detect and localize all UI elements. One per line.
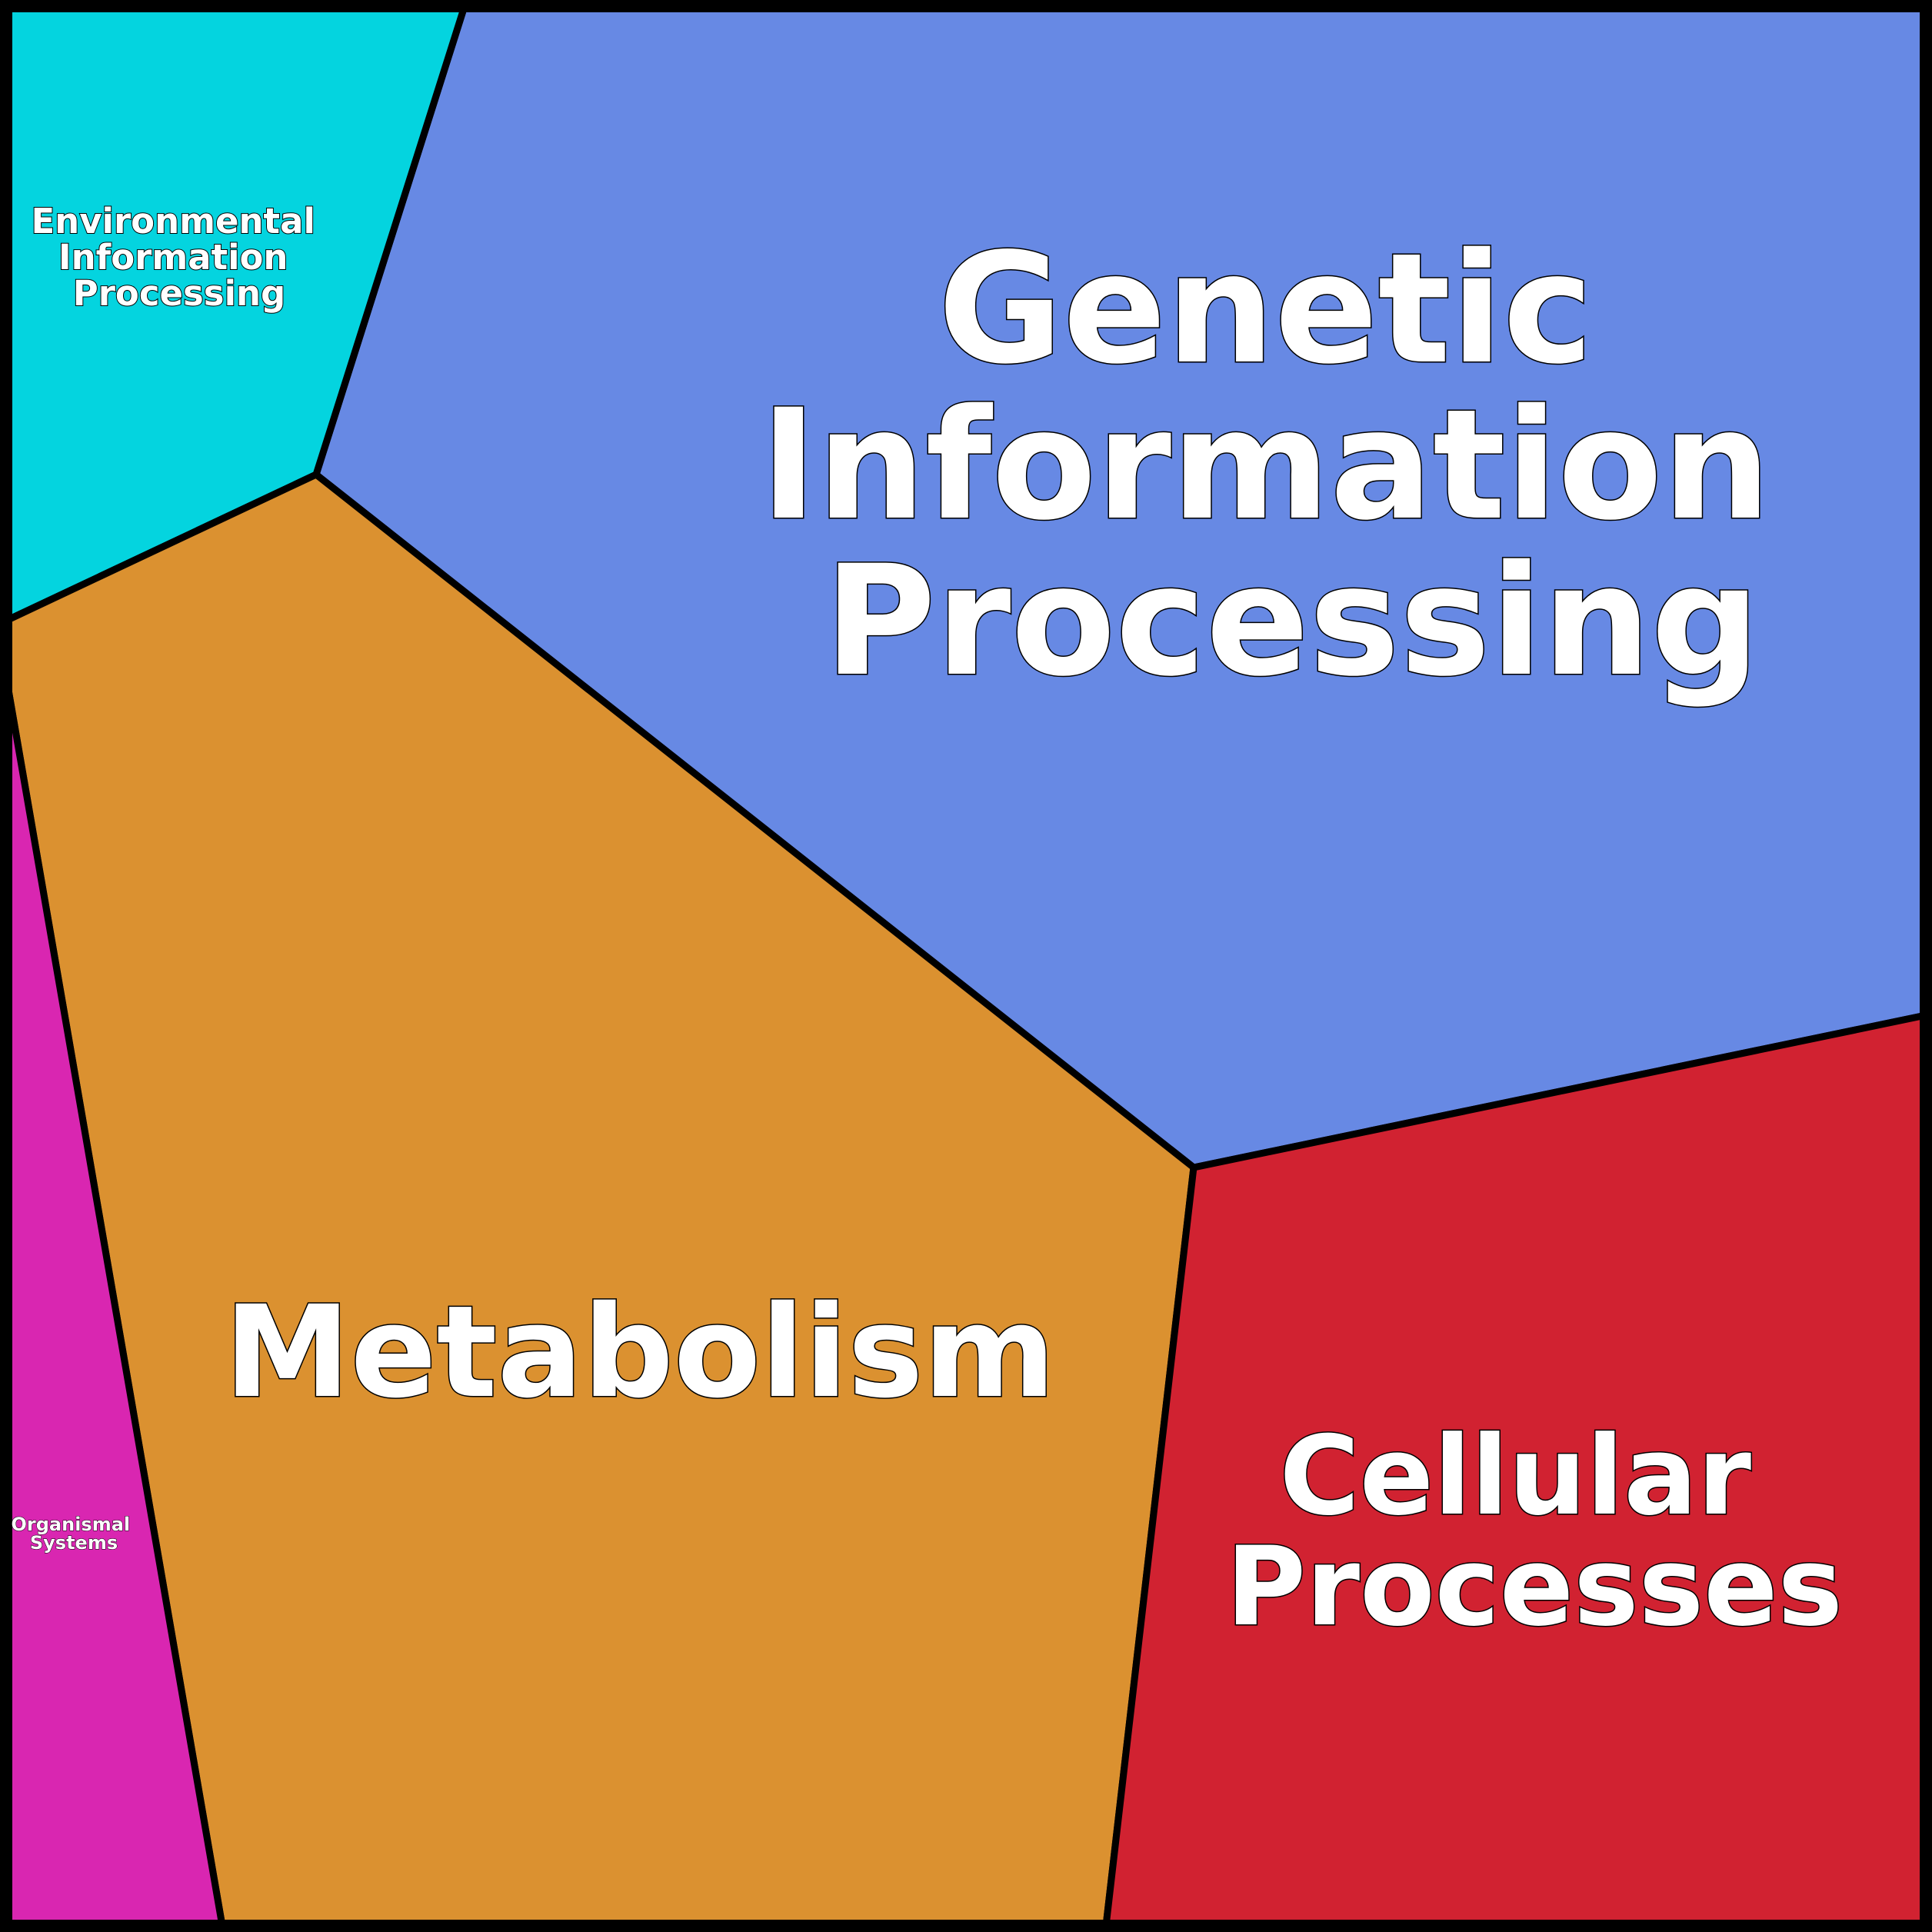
label-metabolism: Metabolism xyxy=(224,1278,1055,1426)
label-organismal-systems: Organismal Systems xyxy=(12,1514,137,1554)
label-genetic-information-processing: Genetic Information Processing xyxy=(761,220,1824,710)
label-environmental-information-processing: Environmental Information Processing xyxy=(31,201,327,314)
label-cellular-processes: Cellular Processes xyxy=(1226,1413,1843,1651)
